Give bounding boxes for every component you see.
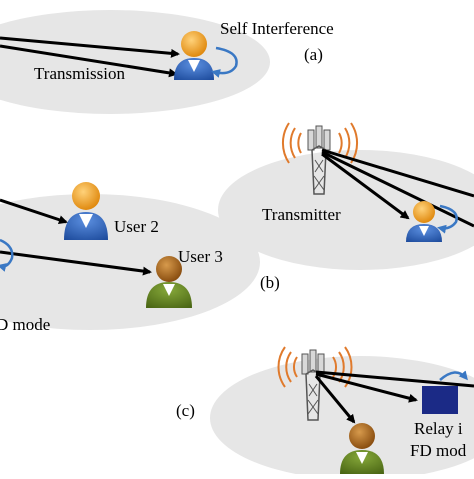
self-interference-label: Self Interference [220, 19, 334, 38]
panel-c-caption: (c) [176, 401, 195, 420]
panel-b-mode-label: D mode [0, 315, 51, 334]
panel-b-left-curl [0, 238, 14, 272]
relay-label-line2: FD mod [410, 441, 467, 460]
panel-b-left-ellipse [0, 194, 260, 330]
panel-c-arrow-to-edge [315, 370, 474, 388]
panel-a-arrow-lower [0, 44, 178, 78]
panel-c-relay-curl [439, 370, 468, 381]
user-3-label: User 3 [178, 247, 223, 266]
panel-b-right-user-icon [406, 201, 442, 242]
panel-b-arrow-to-edge-upper [321, 148, 474, 198]
panel-b-right-curl [437, 204, 458, 234]
panel-b-tower-icon [282, 122, 358, 195]
transmitter-label: Transmitter [262, 205, 341, 224]
panel-b-left-arrow-user2 [0, 198, 68, 225]
user-2-label: User 2 [114, 217, 159, 236]
panel-c-arrow-to-user [314, 375, 356, 424]
panel-b-left-arrow-user3 [0, 250, 152, 276]
panel-c-arrow-to-relay [315, 372, 418, 403]
panel-b-arrow-to-user [321, 152, 410, 220]
panel-a-arrow-upper [0, 36, 180, 58]
panel-c-tower-icon [277, 346, 353, 421]
panel-b-caption: (b) [260, 273, 280, 292]
panel-c-user-icon [340, 423, 384, 474]
user-2-icon [64, 182, 108, 240]
panel-a-self-interference-curl [211, 46, 238, 78]
transmission-label: Transmission [34, 64, 126, 83]
panel-b-arrow-to-edge-lower [321, 150, 474, 228]
panel-a-user-icon [174, 31, 214, 80]
panel-c-ellipse [210, 356, 474, 479]
panel-a-caption: (a) [304, 45, 323, 64]
user-3-icon [146, 256, 192, 308]
relay-label-line1: Relay i [414, 419, 463, 438]
relay-box [422, 386, 458, 414]
